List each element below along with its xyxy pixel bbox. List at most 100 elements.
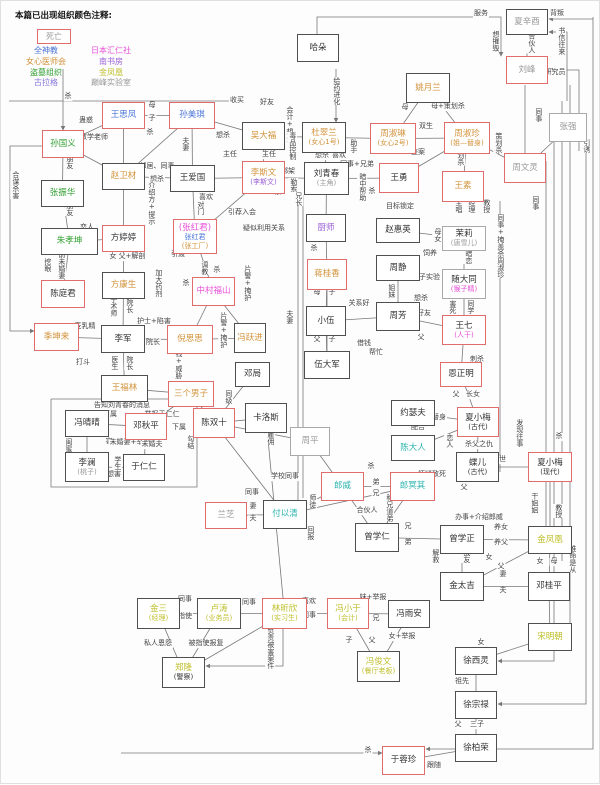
node-label: 周静 [389,262,407,273]
graph-node-xxy[interactable]: 夏辛酉 [506,9,548,35]
graph-node-ll[interactable]: 李澜(桃子) [65,452,109,482]
legend-row: 古拉格巅峰实验室 [15,78,145,89]
graph-node-nss[interactable]: 倪思思 [167,325,213,354]
node-sublabel: 张红君 [184,233,206,242]
graph-node-wdj[interactable]: 伍大军 [304,351,350,379]
graph-node-zwc[interactable]: 赵卫材 [102,163,145,190]
graph-node-zzh[interactable]: 张振华 [41,180,84,207]
edge-label: 帮忙 [368,348,384,357]
graph-node-xbr[interactable]: 徐柏荣 [455,734,497,762]
route-line-10 [9,145,42,334]
node-label: 李澜 [78,457,96,468]
graph-node-dj[interactable]: 邓局 [235,362,270,387]
edge-label: 引渡 [170,250,186,259]
edge-label: 关系好 [347,299,371,308]
graph-node-zxr[interactable]: 曾学仁 [355,523,399,552]
graph-node-fqq[interactable]: 冯晴晴 [65,410,109,437]
graph-node-dgp[interactable]: 邓桂平 [528,572,570,601]
graph-node-lw[interactable]: 郎威 [321,472,364,501]
graph-node-de[interactable]: 蝶儿(古代) [456,452,499,482]
graph-node-lj[interactable]: 李军 [101,325,145,353]
graph-node-dcl[interactable]: 杜翠兰(女心1号) [302,122,346,153]
graph-node-lt[interactable]: 卢涛(业务员) [197,598,241,629]
edge-label: 好友 [416,309,432,318]
node-label: 郎冥其 [399,481,426,492]
graph-node-cjj[interactable]: 陈庭君 [41,280,85,308]
graph-node-lqc[interactable]: 刘青春(主角) [304,162,349,195]
graph-node-wsf[interactable]: 王思凤 [102,102,145,129]
graph-node-xxl[interactable]: 徐西灵 [455,647,497,675]
node-label: 夏小梅 [465,412,491,423]
graph-node-fjw[interactable]: 冯俊文(餐厅老板) [357,651,400,682]
graph-node-cdr[interactable]: 陈大人 [391,435,435,461]
graph-node-smc[interactable]: 宋明朝 [528,623,572,651]
graph-node-wq[interactable]: 王七(人干) [442,315,486,345]
graph-node-zxz[interactable]: 曾学正 [440,525,484,554]
edge-label: 跟随 [426,761,442,770]
graph-node-fyq[interactable]: 付以清 [263,500,307,529]
graph-node-js[interactable]: 金三(经理) [137,598,180,629]
graph-node-fxy[interactable]: 冯小于(会计) [327,598,369,629]
graph-node-lf[interactable]: 刘峰 [506,56,548,84]
graph-node-hd[interactable]: 哈朵 [297,34,339,62]
graph-node-fyj[interactable]: 冯跃进 [234,323,266,353]
graph-node-wy[interactable]: 王勇 [379,163,419,193]
graph-node-yyl[interactable]: 姚月兰 [406,73,450,103]
graph-node-wdf[interactable]: 吴大福 [242,122,285,150]
graph-node-xxmg[interactable]: 夏小梅(古代) [457,407,499,437]
graph-node-xzl[interactable]: 徐宗禄 [455,691,497,719]
graph-node-yrz[interactable]: 于蓉珍 [382,746,425,775]
graph-node-yrr[interactable]: 于仁仁 [123,454,165,481]
graph-node-cs[interactable]: 厨师 [306,214,346,242]
graph-node-wfl[interactable]: 王福林 [101,375,148,402]
node-label: 金太吉 [449,581,475,592]
graph-node-zcfs[interactable]: 中村福山 [192,277,235,306]
graph-node-zp[interactable]: 周平 [290,427,330,456]
graph-node-xxmx[interactable]: 夏小梅(现代) [528,452,572,482]
graph-node-zj[interactable]: 周静 [376,255,420,281]
graph-node-fks[interactable]: 方康生 [102,272,145,299]
graph-node-zl[interactable]: 郑隆(警察) [162,657,205,688]
graph-node-zq[interactable]: 张强 [549,113,587,142]
graph-node-sdt[interactable]: 随大同(猴子精) [442,269,486,299]
graph-node-jfh[interactable]: 金凤凰 [528,526,572,554]
graph-node-lxx[interactable]: 林昕欣(实习生) [262,598,307,629]
graph-node-kls[interactable]: 卡洛斯 [245,403,287,433]
graph-node-zf[interactable]: 周芳 [376,302,420,331]
node-label: 曾学正 [449,534,475,545]
graph-node-ezm[interactable]: 恩正明 [440,362,482,387]
graph-node-smq[interactable]: 孙美琪 [169,102,215,129]
edge-label: 女 [484,553,494,562]
graph-node-zhy[interactable]: 赵惠英 [376,218,420,243]
node-sublabel: (会计) [338,614,358,623]
edge-label: 策划杀 [455,144,465,166]
node-label: 宋明朝 [537,631,563,642]
graph-node-ws[interactable]: 王素 [442,171,484,202]
graph-node-ml[interactable]: 茉莉(唐雪儿) [442,226,486,251]
graph-node-dqp[interactable]: 邓秋平 [125,413,167,440]
graph-node-jtj[interactable]: 金太吉 [440,572,484,601]
graph-node-sgy[interactable]: 孙国义 [42,130,84,158]
edge-label: 父 [416,333,426,342]
graph-node-zwl[interactable]: 周文灵 [504,153,546,183]
graph-node-wag[interactable]: 王爱国 [170,165,215,192]
graph-node-ftt[interactable]: 方婷婷 [102,225,145,252]
node-label: 冯晴晴 [74,418,100,429]
edge-label: 研究员 [543,68,567,77]
graph-node-lmq[interactable]: 郎冥其 [390,472,435,501]
graph-node-lsw[interactable]: 李斯文(李斯文) [242,161,285,194]
graph-node-jgx[interactable]: 蒋桂香 [307,259,347,290]
graph-node-xw[interactable]: 小伍 [306,306,346,336]
graph-node-jkl[interactable]: 季坤来 [34,323,79,351]
graph-node-ysf[interactable]: 约瑟夫 [391,400,435,426]
graph-node-zsl[interactable]: 周淑琳(女心2号) [370,123,416,154]
graph-node-zsz[interactable]: 周淑珍(姐—替身) [444,122,490,154]
edge-label: 数学老师 [79,133,109,142]
graph-node-lz[interactable]: 兰芝 [205,502,247,529]
graph-node-sgnz[interactable]: 三个男子 [168,381,214,407]
graph-node-zhj[interactable]: (张红君)张红君(张工厂) [173,219,217,254]
node-label: 姚月兰 [415,82,441,93]
graph-node-css[interactable]: 陈双十 [193,408,235,438]
graph-node-fya[interactable]: 冯雨安 [388,600,430,628]
graph-node-zxk[interactable]: 朱孝坤 [41,228,98,255]
